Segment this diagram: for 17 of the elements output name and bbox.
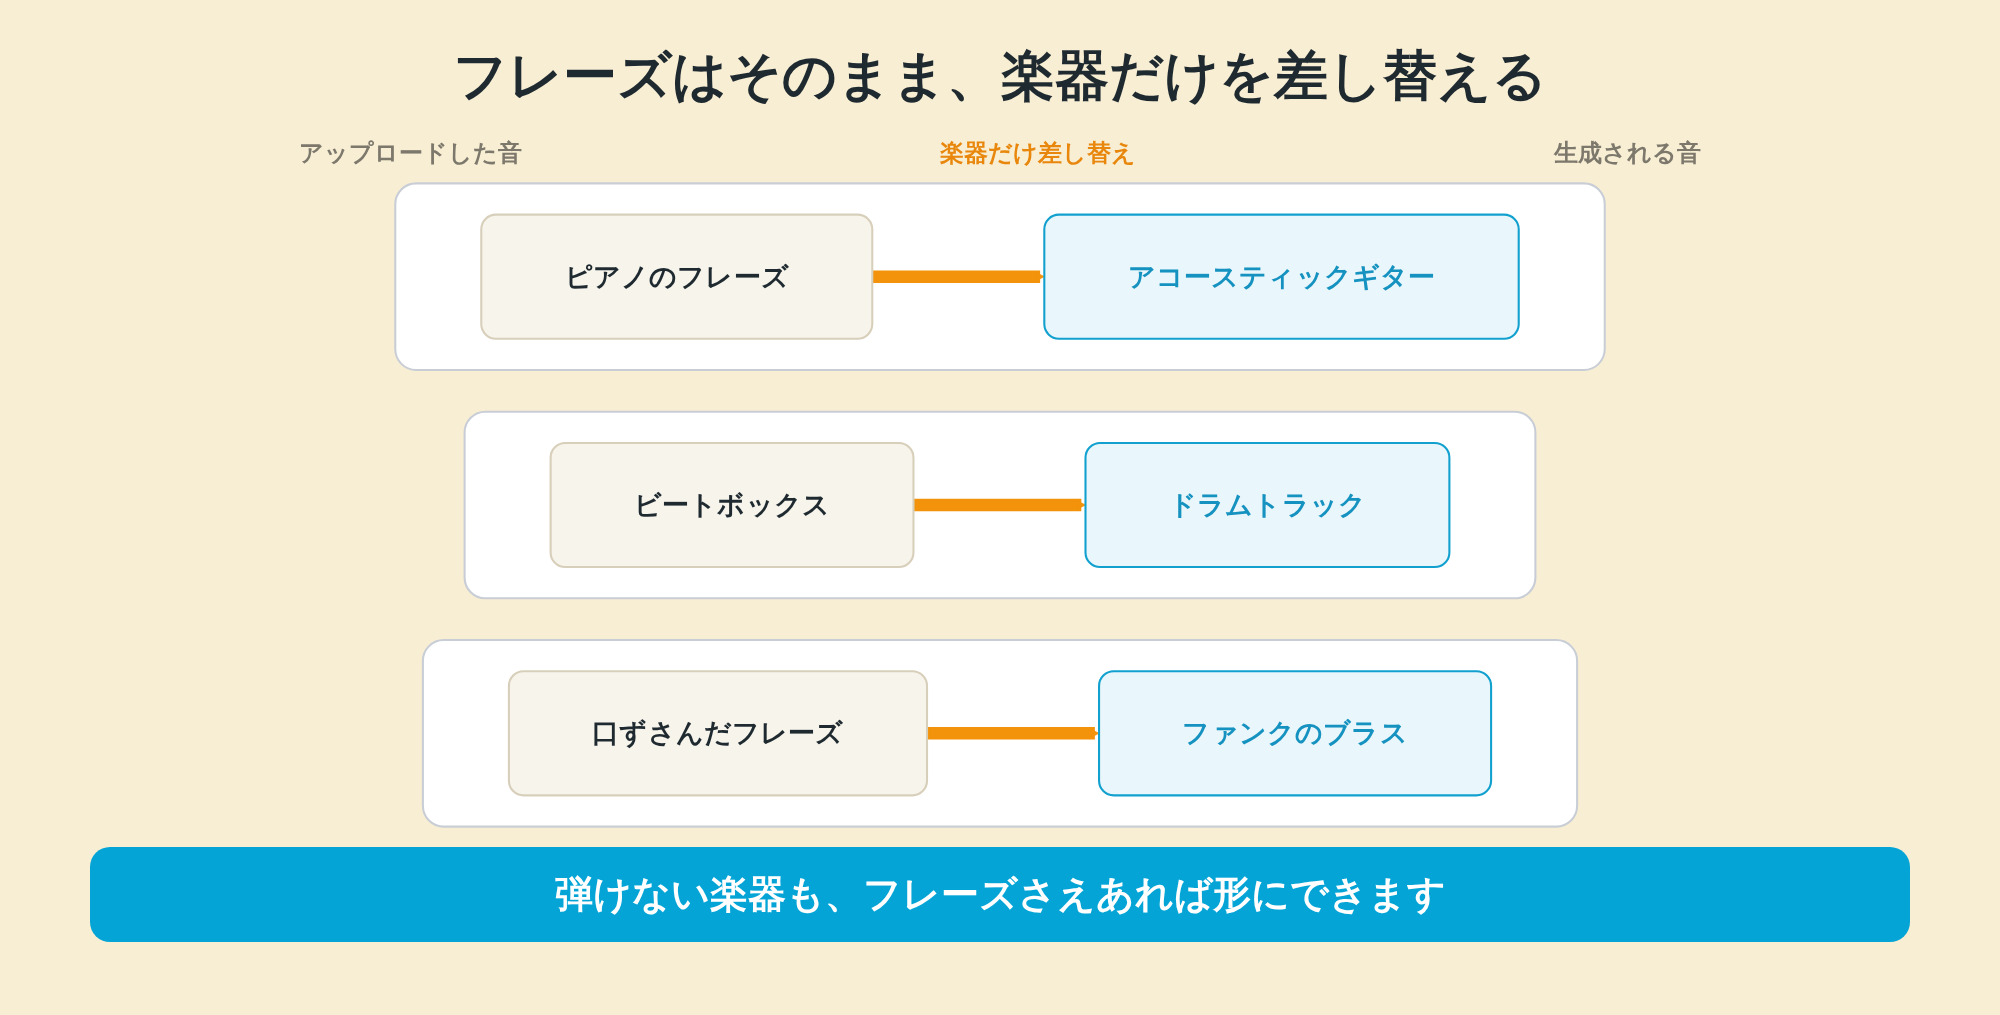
node-box: ピアノのフレーズ: [480, 213, 874, 340]
column-heading: 楽器だけ差し替え: [940, 138, 1136, 169]
caption-banner: 弾けない楽器も、フレーズさえあれば形にできます: [90, 847, 1910, 942]
column-heading: アップロードした音: [299, 138, 522, 169]
node-box: ファンクのブラス: [1098, 670, 1493, 797]
node-box: 口ずさんだフレーズ: [507, 670, 929, 797]
cluster: [394, 182, 1606, 372]
node-box: ビートボックス: [549, 441, 915, 569]
title: フレーズはそのまま、楽器だけを差し替える: [453, 43, 1547, 109]
node-box: アコースティックギター: [1043, 213, 1520, 340]
column-heading: 生成される音: [1554, 138, 1701, 169]
arrow: [872, 270, 1045, 283]
arrow: [927, 727, 1100, 740]
cluster: [463, 410, 1537, 600]
cluster: [421, 638, 1579, 828]
node-box: ドラムトラック: [1084, 441, 1451, 569]
arrow: [913, 498, 1086, 512]
